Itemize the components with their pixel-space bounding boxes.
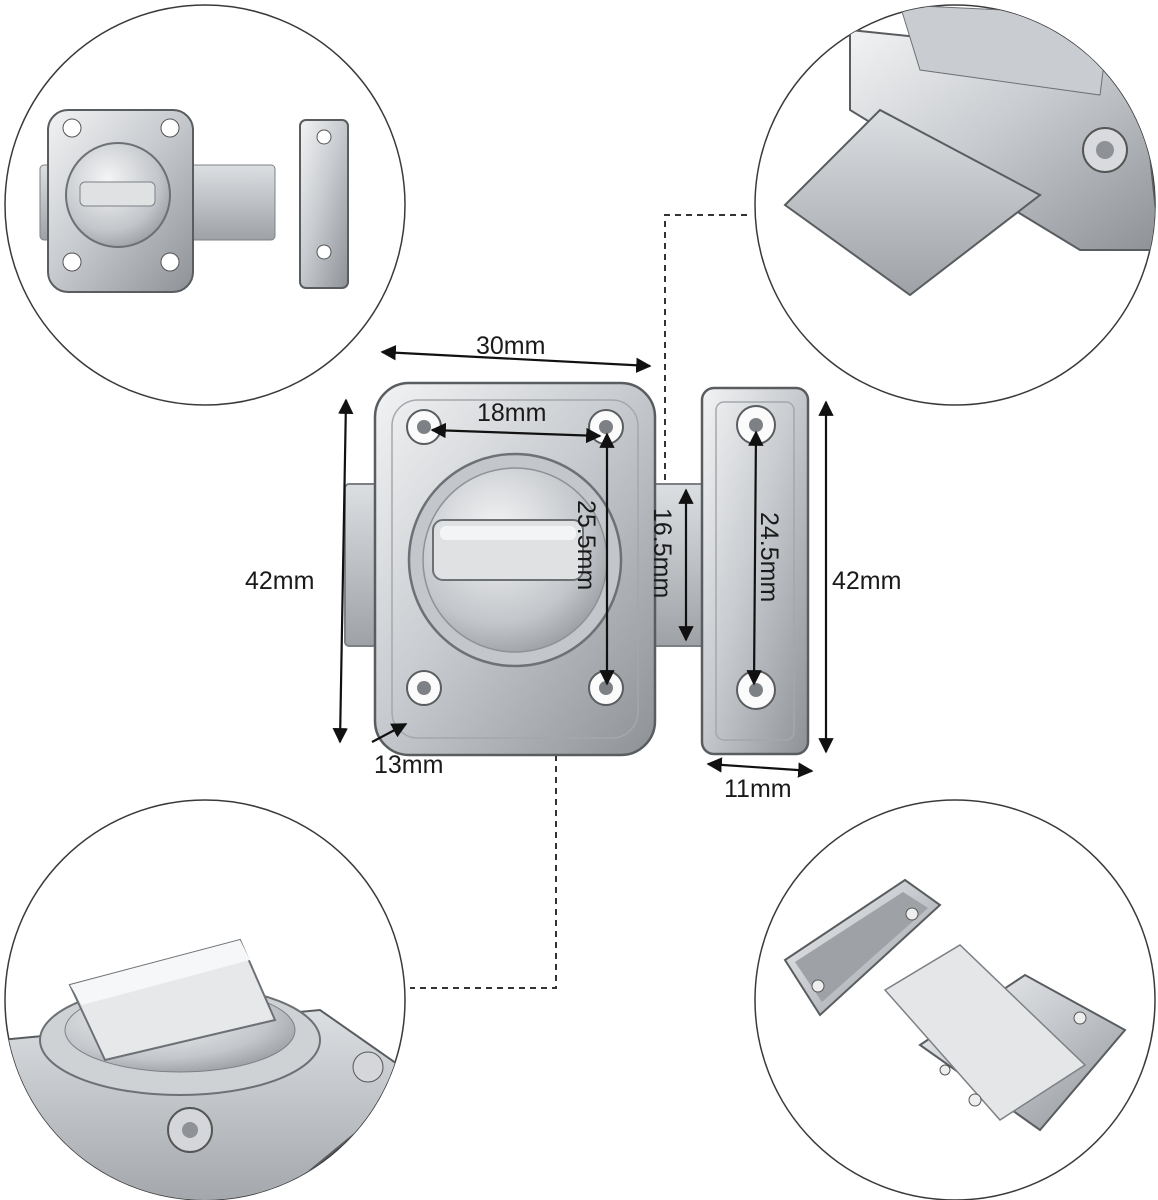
detail-view-top-left [4,4,406,406]
label-bolt-width: 16.5mm [648,508,676,598]
label-keeper-hole-span: 24.5mm [755,512,783,602]
label-hole-span-horizontal: 18mm [477,399,546,427]
main-latch-body [344,381,711,757]
detail-view-top-right [754,4,1156,406]
label-height-right: 42mm [832,567,901,595]
arrow-height-left [332,398,354,744]
connector-bottom-left [410,755,557,989]
arrow-keeper-hole-span [746,430,764,686]
label-width-top: 30mm [476,332,545,360]
label-keeper-width: 11mm [724,775,792,803]
connector-top-right [664,214,752,480]
arrow-plate-edge [371,723,408,743]
detail-view-bottom-right [754,799,1156,1200]
label-plate-edge: 13mm [374,751,443,779]
turn-knob-closeup-icon [5,938,405,1200]
connector-lines [410,214,752,989]
arrow-width-top [380,345,652,373]
disassembled-parts-icon [783,878,1127,1132]
arrow-keeper-width [706,757,814,778]
dimension-arrows [332,345,834,778]
dimension-labels: 30mm 18mm 42mm 25.5mm 16.5mm 24.5mm 42mm… [245,332,901,803]
detail-view-bottom-left [4,799,406,1200]
arrow-hole-span-horizontal [430,422,602,444]
label-height-left: 42mm [245,567,314,595]
latch-and-keeper-overview-icon [39,109,349,293]
label-hole-span-vertical: 25.5mm [572,500,600,590]
